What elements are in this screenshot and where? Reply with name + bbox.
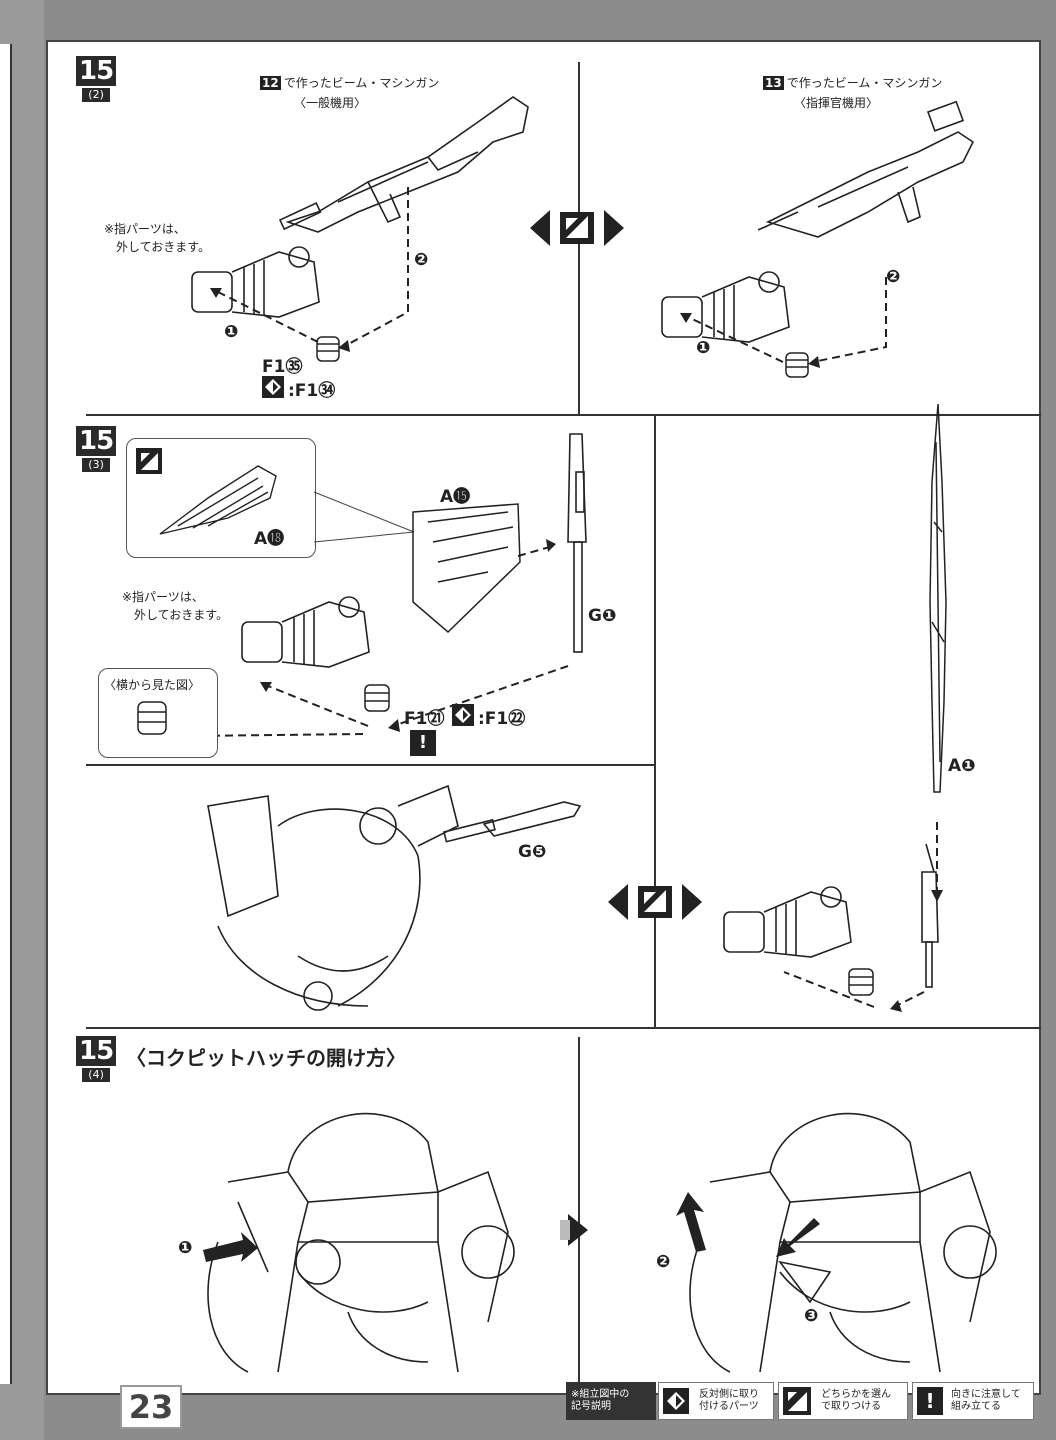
cockpit-open-illustration — [689, 1112, 997, 1373]
num-2-left: ❷ — [414, 250, 429, 270]
finger-part-left — [316, 336, 340, 362]
divider-h1 — [86, 414, 1041, 416]
divider-v2 — [654, 416, 656, 1027]
finger-note-1: ※指パーツは、 — [104, 222, 186, 236]
part-f1-21: F1㉑ — [404, 709, 445, 729]
num-1-left: ❶ — [224, 322, 239, 342]
choose-one-legend-icon — [783, 1387, 811, 1415]
caption-text: で作ったビーム・マシンガン — [786, 76, 943, 90]
left-gun-subcaption: 〈一般機用〉 — [294, 96, 367, 110]
beam-machine-gun-left-illustration — [278, 96, 529, 233]
side-view-label: 〈横から見た図〉 — [104, 678, 201, 692]
side-view-callout — [98, 668, 218, 758]
part-a1: A❶ — [948, 756, 976, 776]
ref-step-badge: 12 — [260, 76, 281, 90]
choose-one-icon — [530, 210, 624, 246]
step-badge-15-2: 15 (2) — [76, 56, 117, 102]
part-a15: A⓯ — [440, 487, 471, 507]
step-sub: (4) — [82, 1068, 110, 1082]
choose-one-icon-step3 — [608, 884, 702, 920]
num-2-step4: ❷ — [656, 1252, 671, 1272]
page-number: 23 — [120, 1385, 182, 1429]
assembly-arrows-step2 — [210, 187, 887, 368]
legend-item1-text: 反対側に取り 付けるパーツ — [699, 1389, 759, 1412]
finger-part-step3 — [364, 684, 390, 712]
opposite-side-icon — [262, 376, 284, 398]
warning-legend-icon: ! — [917, 1387, 943, 1415]
part-f1-22: :F1㉒ — [478, 709, 526, 729]
hand-step3-right-illustration — [723, 886, 852, 958]
num-2-right: ❷ — [886, 267, 901, 287]
divider-h2 — [86, 764, 656, 766]
beam-saber-g5 — [443, 801, 582, 843]
hand-left-illustration — [191, 246, 320, 318]
divider-v3 — [578, 1037, 580, 1392]
step-badge-15-4: 15 (4) — [76, 1036, 117, 1082]
legend-item-orientation: ! 向きに注意して 組み立てる — [912, 1382, 1034, 1420]
part-f1-34: :F1㉞ — [288, 381, 336, 401]
finger-note-3b: 外しておきます。 — [134, 608, 229, 622]
finger-part-right — [785, 352, 809, 378]
num-3-step4: ❸ — [804, 1306, 819, 1326]
hand-step3-illustration — [241, 596, 370, 668]
ref-step-badge: 13 — [763, 76, 784, 90]
finger-note-2: 外しておきます。 — [116, 240, 211, 254]
opposite-side-icon-step3 — [452, 704, 474, 726]
caption-text: で作ったビーム・マシンガン — [283, 76, 440, 90]
divider-h3 — [86, 1027, 1041, 1029]
open-arrows-step4 — [203, 1192, 820, 1262]
beam-effect-a15 — [412, 503, 521, 634]
part-f1-35: F1㉟ — [262, 357, 303, 377]
step-badge-15-3: 15 (3) — [76, 426, 117, 472]
legend-heading: ※組立図中の 記号説明 — [566, 1382, 656, 1420]
legend-heading-text: ※組立図中の 記号説明 — [571, 1389, 630, 1412]
part-g1: G❶ — [588, 606, 617, 626]
legend-item-choose-one: どちらかを選ん で取りつける — [778, 1382, 908, 1420]
choose-one-small-icon — [136, 448, 162, 474]
step-number: 15 — [76, 1036, 117, 1066]
orientation-warning-icon: ! — [410, 730, 436, 756]
step-number: 15 — [76, 426, 117, 456]
hilt-step3-right — [921, 843, 939, 988]
hand-right-illustration — [661, 271, 790, 343]
step-sub: (3) — [82, 458, 110, 472]
finger-note-3a: ※指パーツは、 — [122, 590, 204, 604]
legend-item-opposite-side: 反対側に取り 付けるパーツ — [658, 1382, 774, 1420]
beam-blade-a1 — [929, 403, 947, 793]
beam-saber-hilt-g1 — [567, 433, 587, 653]
callout-pointer-lines — [313, 491, 415, 543]
side-view-finger — [137, 701, 167, 735]
legend-item2-text: どちらかを選ん で取りつける — [821, 1389, 891, 1412]
step-sub: (2) — [82, 88, 110, 102]
beam-effect-a18 — [159, 465, 277, 535]
num-1-right: ❶ — [696, 338, 711, 358]
part-g5: G❺ — [518, 842, 547, 862]
beam-machine-gun-right-illustration — [757, 100, 975, 238]
num-1-step4: ❶ — [178, 1238, 193, 1258]
legend-item3-text: 向きに注意して 組み立てる — [951, 1389, 1021, 1412]
opposite-side-legend-icon — [663, 1388, 689, 1414]
right-gun-subcaption: 〈指揮官機用〉 — [794, 96, 879, 110]
step-number: 15 — [76, 56, 117, 86]
mobile-suit-shoulder-illustration — [207, 784, 459, 1011]
cockpit-hatch-title: 〈コクピットハッチの開け方〉 — [126, 1046, 406, 1070]
part-a18: A⓲ — [254, 529, 285, 549]
finger-part-step3-right — [848, 968, 874, 996]
adjacent-page-edge — [0, 44, 12, 1384]
